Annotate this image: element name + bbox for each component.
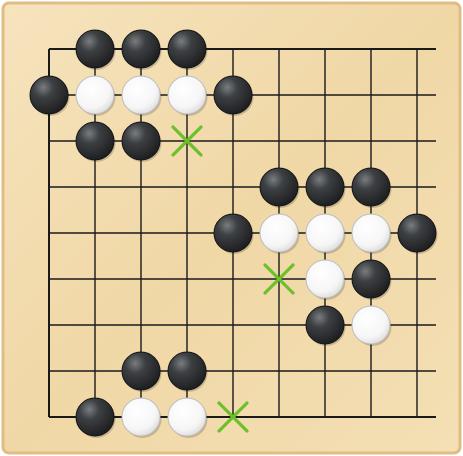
go-board — [0, 0, 463, 456]
go-board-canvas — [0, 0, 463, 456]
